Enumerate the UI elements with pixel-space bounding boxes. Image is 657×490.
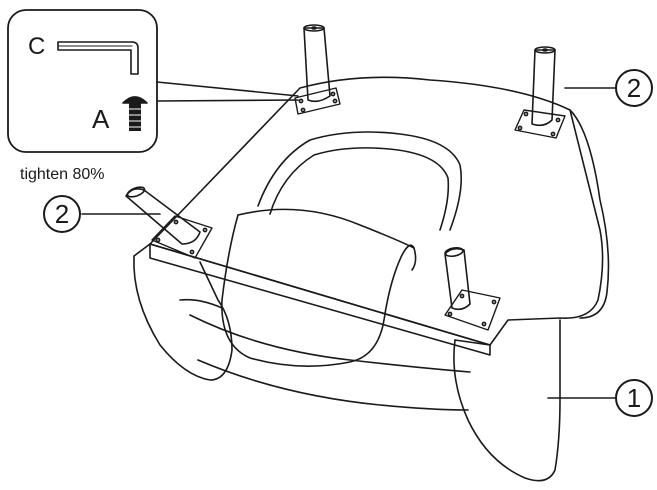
part-1-number: 1 [627, 383, 641, 413]
chair-seat [133, 76, 610, 482]
part-2-right-circle [615, 69, 653, 107]
part-1-circle [615, 379, 653, 417]
screw-icon [122, 96, 148, 131]
seat-cushion [221, 214, 417, 367]
screw-a-label: A [92, 104, 110, 134]
hardware-callout [7, 9, 299, 153]
callout-leader-top [156, 81, 299, 97]
allen-key-icon [57, 41, 139, 75]
callout-leader-bottom [156, 99, 299, 102]
part-2-right-number: 2 [627, 73, 641, 103]
callout-frame [7, 9, 158, 153]
tighten-instruction: tighten 80% [20, 166, 105, 183]
part-2-left-circle [43, 195, 81, 233]
leg-back-right [514, 46, 566, 139]
right-armrest [453, 319, 561, 482]
leg-back-left [294, 24, 341, 115]
left-armrest [133, 255, 233, 381]
leg-front-right [444, 246, 501, 331]
back-cushion [257, 131, 463, 231]
tool-c-label: C [28, 33, 45, 60]
leg-front-left [125, 186, 213, 259]
part-2-left-number: 2 [55, 199, 69, 229]
